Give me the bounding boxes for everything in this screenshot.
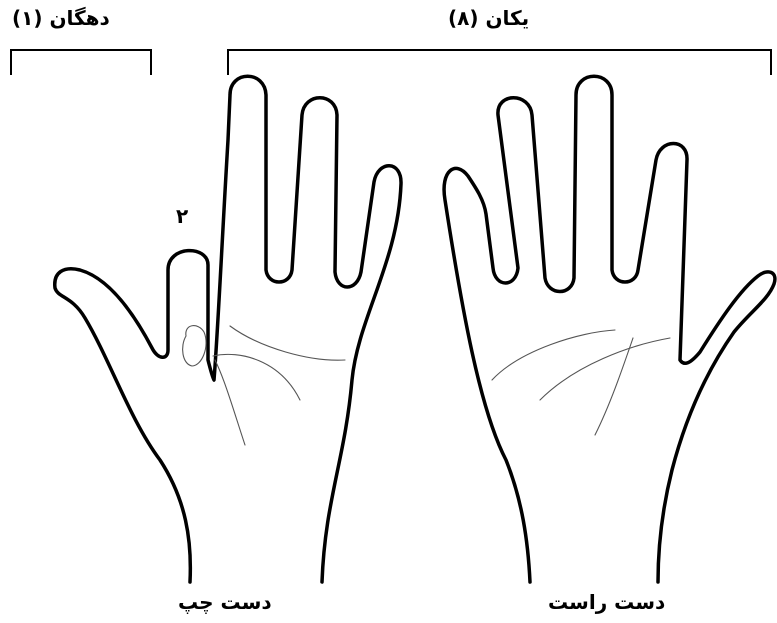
- right-hand: [444, 76, 775, 582]
- right-hand-caption: دست راست: [548, 590, 665, 614]
- left-hand-caption: دست چپ: [178, 590, 272, 614]
- left-heart-line: [230, 326, 345, 360]
- right-head-line: [540, 338, 670, 400]
- units-bracket: [228, 50, 771, 75]
- right-life-line: [595, 338, 633, 435]
- left-life-line: [215, 360, 245, 445]
- left-folded-fingernail: [183, 326, 206, 366]
- tens-bracket: [11, 50, 151, 75]
- left-head-line: [213, 354, 300, 400]
- right-heart-line: [492, 330, 615, 380]
- tens-label: دهگان (۱): [12, 6, 110, 30]
- left-hand-outline: [55, 76, 401, 582]
- units-label: یکان (۸): [448, 6, 529, 30]
- right-hand-outline: [444, 76, 775, 582]
- left-hand: [55, 76, 401, 582]
- folded-finger-number: ۲: [176, 204, 188, 228]
